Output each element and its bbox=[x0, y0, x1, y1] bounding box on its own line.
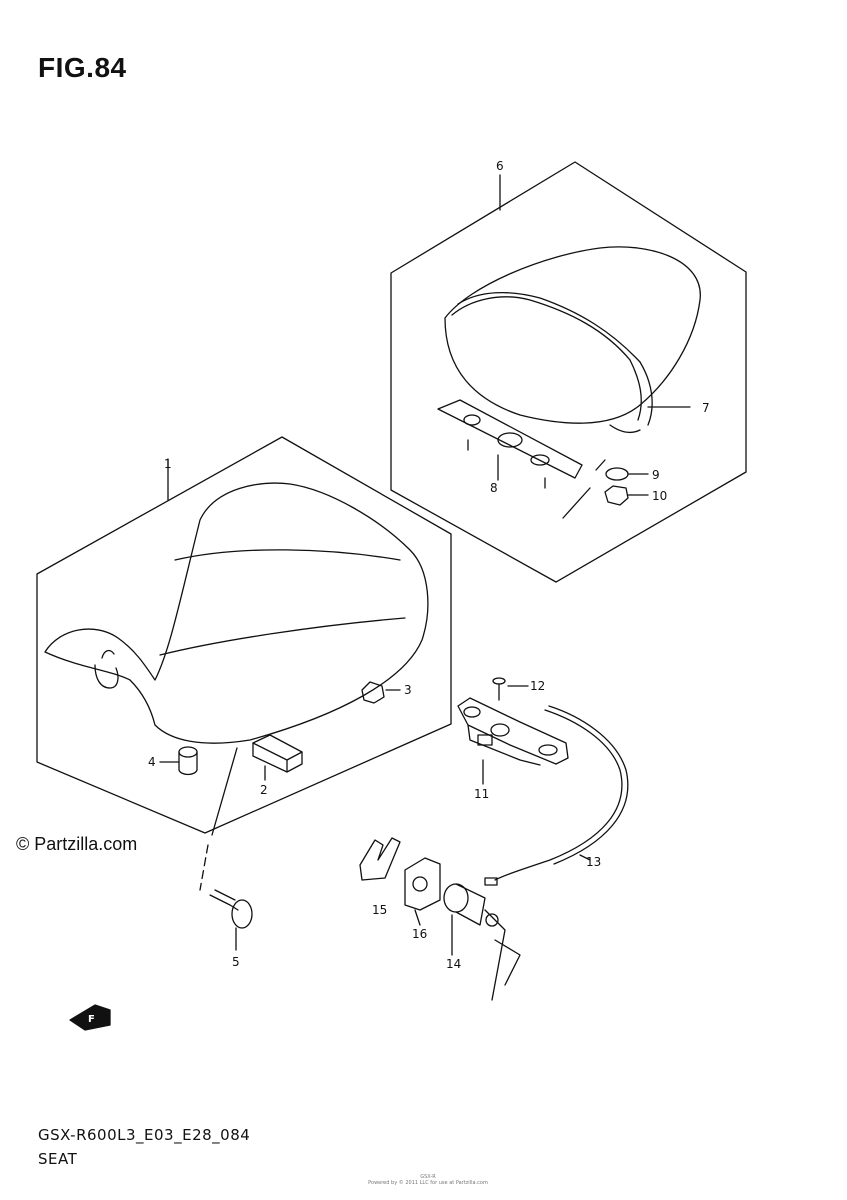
pillion-seat-frame bbox=[390, 161, 747, 583]
callout-7: 7 bbox=[702, 401, 710, 415]
callout-2: 2 bbox=[260, 783, 268, 797]
pad-illustration bbox=[252, 734, 303, 773]
callout-11: 11 bbox=[474, 787, 489, 801]
main-seat-frame bbox=[36, 436, 452, 834]
footer-line-2: Powered by © 2011 LLC for use at Partzil… bbox=[368, 1180, 488, 1186]
callout-10: 10 bbox=[652, 489, 667, 503]
seat-bracket-illustration bbox=[437, 399, 583, 489]
figure-subtitle: SEAT bbox=[38, 1150, 78, 1168]
callout-6: 6 bbox=[496, 159, 504, 173]
seat-bolt-illustration bbox=[199, 844, 253, 929]
callout-13: 13 bbox=[586, 855, 601, 869]
cable-illustration bbox=[484, 705, 629, 886]
plate-illustration bbox=[404, 857, 441, 911]
footer-note: GSX-R Powered by © 2011 LLC for use at P… bbox=[368, 1174, 488, 1186]
front-arrow-label: F bbox=[88, 1014, 95, 1025]
pillion-seat-illustration bbox=[444, 246, 701, 434]
callout-5: 5 bbox=[232, 955, 240, 969]
front-arrow-icon bbox=[69, 1004, 111, 1031]
figure-title: FIG.84 bbox=[38, 52, 127, 83]
footer-line-1: GSX-R bbox=[420, 1174, 436, 1180]
callout-9: 9 bbox=[652, 468, 660, 482]
bolt-leader bbox=[211, 747, 238, 836]
callout-3: 3 bbox=[404, 683, 412, 697]
callout-15: 15 bbox=[372, 903, 387, 917]
seat-lock-illustration bbox=[457, 697, 569, 766]
nut-illustration bbox=[604, 485, 629, 506]
callout-12: 12 bbox=[530, 679, 545, 693]
leader-lines bbox=[159, 174, 691, 956]
callout-numbers: 1 2 3 4 5 6 7 8 9 10 11 12 13 14 15 16 F bbox=[88, 159, 710, 1025]
cushion-illustration-2 bbox=[178, 746, 198, 776]
screw-illustration bbox=[492, 677, 506, 701]
callout-4: 4 bbox=[148, 755, 156, 769]
callout-8: 8 bbox=[490, 481, 498, 495]
lock-set-illustration bbox=[443, 883, 521, 1001]
figure-code: GSX-R600L3_E03_E28_084 bbox=[38, 1126, 251, 1144]
cushion-illustration bbox=[361, 681, 385, 704]
callout-14: 14 bbox=[446, 957, 461, 971]
clip-illustration bbox=[359, 837, 401, 881]
washer-illustration bbox=[605, 467, 629, 481]
watermark: © Partzilla.com bbox=[16, 834, 138, 854]
callout-16: 16 bbox=[412, 927, 427, 941]
main-seat-illustration bbox=[44, 482, 429, 744]
callout-1: 1 bbox=[164, 457, 172, 471]
